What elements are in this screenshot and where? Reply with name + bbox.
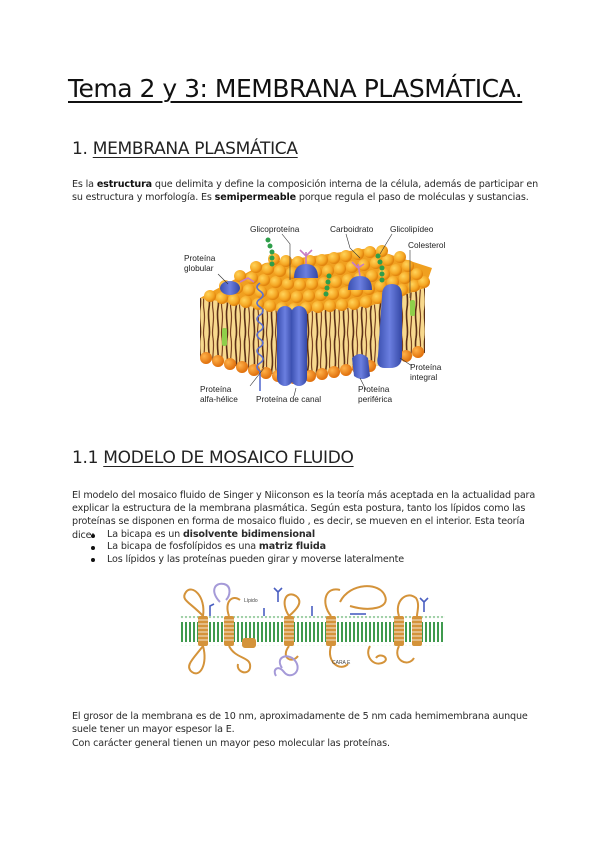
channel-protein xyxy=(277,306,307,386)
thickness-paragraph: El grosor de la membrana es de 10 nm, ap… xyxy=(72,711,528,736)
label-proteina-alfa-2: alfa-hélice xyxy=(200,394,238,404)
lipid-bilayer xyxy=(180,616,445,646)
helix-stripes xyxy=(198,619,422,641)
globular-protein xyxy=(220,281,240,295)
membrane-diagram: Glicoproteína Carboidrato Glicolipídeo P… xyxy=(184,224,445,404)
peripheral-protein xyxy=(352,354,370,379)
label-proteina-integral-2: integral xyxy=(410,372,437,382)
membrane-diagram-figure: Glicoproteína Carboidrato Glicolipídeo P… xyxy=(170,218,445,413)
cholesterol xyxy=(222,300,415,346)
label-proteina-globular-1: Proteína xyxy=(184,253,216,263)
label-colesterol: Colesterol xyxy=(408,240,445,250)
label-proteina-integral-1: Proteína xyxy=(410,362,442,372)
integral-protein xyxy=(377,284,402,368)
peripheral-protein xyxy=(213,582,299,677)
page-title: Tema 2 y 3: MEMBRANA PLASMÁTICA. xyxy=(68,74,523,103)
bold-term-semipermeable: semipermeable xyxy=(214,192,296,204)
leader-lines xyxy=(217,233,413,397)
text: La bicapa de fosfolípidos es una xyxy=(107,541,259,553)
bold-term-estructura: estructura xyxy=(96,179,152,190)
bullet-item: Los lípidos y las proteínas pueden girar… xyxy=(91,554,531,566)
theory-bullet-list: La bicapa es un disolvente bidimensional… xyxy=(72,529,531,566)
label-glicoproteina: Glicoproteína xyxy=(250,224,300,234)
text: La bicapa es un xyxy=(107,529,183,540)
transmembrane-proteins xyxy=(198,616,422,648)
protein-loops xyxy=(183,585,420,675)
label-proteina-globular-2: globular xyxy=(184,263,214,273)
label-proteina-periferica-2: periférica xyxy=(358,394,393,404)
section-1-1-heading: 1.1 MODELO DE MOSAICO FLUIDO xyxy=(72,448,354,468)
glycoprotein-dome-2 xyxy=(348,276,372,290)
section-1-heading: 1. MEMBRANA PLASMÁTICA xyxy=(72,139,298,159)
text: porque regula el paso de moléculas y sus… xyxy=(295,192,529,204)
bold-term: disolvente bidimensional xyxy=(182,529,315,540)
fluid-mosaic-diagram: Lípido CARA E xyxy=(180,582,445,677)
carbohydrate-chains xyxy=(239,249,365,283)
text: Es la xyxy=(72,179,97,190)
label-carboidrato: Carboidrato xyxy=(330,224,374,234)
text: que delimita y define la composición int… xyxy=(72,179,538,204)
section-1-1-number: 1.1 xyxy=(72,448,99,468)
glycan-chains xyxy=(209,587,429,616)
bullet-item: La bicapa es un disolvente bidimensional xyxy=(91,529,531,541)
bullet-item: La bicapa de fosfolípidos es una matriz … xyxy=(91,541,531,553)
section-1-title: MEMBRANA PLASMÁTICA xyxy=(92,139,298,159)
glycoprotein-dome xyxy=(294,264,318,278)
glycolipid-chains xyxy=(265,237,385,297)
molecular-weight-paragraph: Con carácter general tienen un mayor pes… xyxy=(72,738,390,749)
fluid-mosaic-diagram-figure: Lípido CARA E xyxy=(180,572,445,692)
section-1-number: 1. xyxy=(72,139,88,159)
bold-term: matriz fluida xyxy=(258,541,326,553)
label-proteina-periferica-1: Proteína xyxy=(358,384,390,394)
section-1-1-paragraph: El modelo del mosaico fluido de Singer y… xyxy=(72,490,536,541)
label-lipido: Lípido xyxy=(244,598,258,604)
section-1-1-title: MODELO DE MOSAICO FLUIDO xyxy=(103,448,354,468)
label-proteina-canal: Proteína de canal xyxy=(256,394,321,404)
section-1-paragraph: Es la estructura que delimita y define l… xyxy=(72,178,542,204)
label-glicolipideo: Glicolipídeo xyxy=(390,224,434,234)
label-cara-e: CARA E xyxy=(332,660,351,666)
text: Los lípidos y las proteínas pueden girar… xyxy=(107,553,404,565)
alpha-helix-protein xyxy=(256,282,264,391)
label-proteina-alfa-1: Proteína xyxy=(200,384,232,394)
